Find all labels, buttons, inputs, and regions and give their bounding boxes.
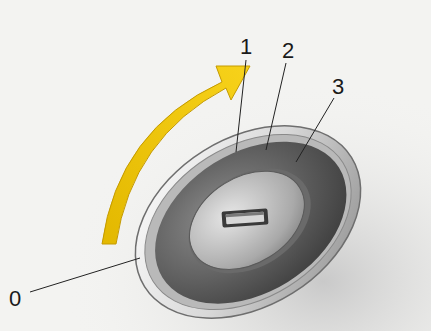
callout-number: 3 <box>332 76 344 98</box>
callout-number: 0 <box>9 288 21 310</box>
callout-number: 2 <box>282 40 294 62</box>
leader-line <box>266 63 286 150</box>
key-slot <box>221 208 268 227</box>
leader-line <box>236 60 246 152</box>
switch-housing <box>100 86 396 331</box>
leader-line <box>296 98 334 162</box>
leader-line <box>30 258 140 292</box>
callout-number: 1 <box>240 36 252 58</box>
